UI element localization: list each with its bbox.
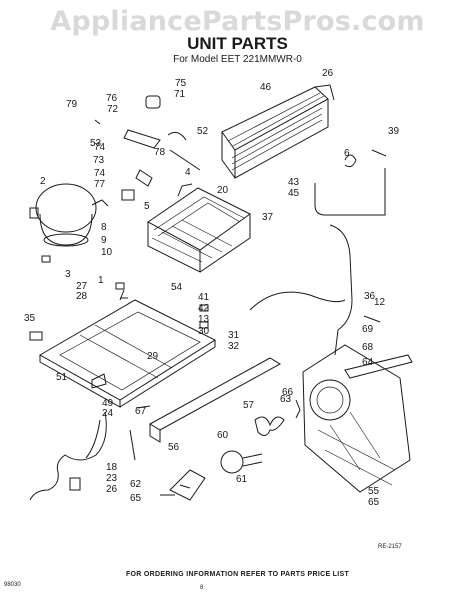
part-number-label: 13: [198, 314, 210, 325]
part-number-label: 36: [364, 291, 376, 302]
part-number-label: 3: [65, 269, 71, 280]
small-parts-drawing: [29, 95, 381, 496]
part-number-label: 31: [228, 330, 240, 341]
wire-harness-drawing: [29, 411, 136, 501]
part-number-label: 9: [101, 235, 107, 246]
part-number-label: 55: [368, 486, 380, 497]
part-number-label: 53: [90, 138, 102, 149]
part-number-label: 37: [262, 212, 274, 223]
part-number-labels: 7571767279745373747778524202589103127283…: [24, 68, 400, 508]
part-number-label: 74: [94, 142, 106, 153]
part-number-label: 73: [93, 155, 105, 166]
part-number-label: 12: [374, 297, 386, 308]
fan-motor-drawing: [169, 416, 285, 501]
part-number-label: 52: [197, 126, 209, 137]
part-number-label: 56: [168, 442, 180, 453]
part-number-label: 66: [282, 387, 294, 398]
part-number-label: 4: [185, 167, 191, 178]
watermark-logo: AppliancePartsPros.com: [50, 6, 425, 37]
part-number-label: 74: [94, 168, 106, 179]
part-number-label: 69: [362, 324, 374, 335]
part-number-label: 62: [130, 479, 142, 490]
part-number-label: 46: [260, 82, 272, 93]
part-number-label: 2: [40, 176, 46, 187]
part-number-label: 6: [344, 148, 350, 159]
part-number-label: 65: [130, 493, 142, 504]
part-number-label: 41: [198, 292, 210, 303]
part-number-label: 64: [362, 357, 374, 368]
part-number-label: 60: [217, 430, 229, 441]
base-frame-drawing: [38, 299, 217, 408]
part-number-label: 75: [175, 78, 187, 89]
part-number-label: 79: [66, 99, 78, 110]
page-number: 8: [200, 585, 204, 591]
part-number-label: 18: [106, 462, 118, 473]
part-number-label: 26: [322, 68, 334, 79]
part-number-label: 63: [280, 394, 292, 405]
compressor-drawing: [29, 183, 109, 247]
drain-tube-drawing: [249, 224, 353, 356]
part-number-label: 1: [98, 275, 104, 286]
ordering-note: FOR ORDERING INFORMATION REFER TO PARTS …: [125, 571, 350, 578]
part-number-label: 8: [101, 222, 107, 233]
part-number-label: 29: [147, 351, 159, 362]
part-number-label: 78: [154, 147, 166, 158]
part-number-label: 20: [217, 185, 229, 196]
part-number-label: 43: [288, 177, 300, 188]
part-number-label: 54: [171, 282, 183, 293]
condenser-coil-drawing: [221, 84, 335, 179]
page-title: UNIT PARTS: [187, 34, 288, 53]
part-number-label: 65: [368, 497, 380, 508]
part-number-label: 68: [362, 342, 374, 353]
part-number-label: 26: [106, 484, 118, 495]
part-number-label: 5: [144, 201, 150, 212]
part-number-label: 67: [135, 406, 147, 417]
part-number-label: 23: [106, 473, 118, 484]
part-number-label: 10: [101, 247, 113, 258]
part-number-label: 77: [94, 179, 106, 190]
part-number-label: 61: [236, 474, 248, 485]
footer-left-code: 98030: [4, 582, 21, 588]
part-number-label: 42: [198, 303, 210, 314]
part-number-label: 35: [24, 313, 36, 324]
part-number-label: 45: [288, 188, 300, 199]
part-number-label: 49: [102, 398, 114, 409]
part-number-label: 27: [76, 281, 88, 292]
part-number-label: 76: [106, 93, 118, 104]
page-subtitle: For Model EET 221MMWR-0: [173, 54, 302, 65]
part-number-label: 32: [228, 341, 240, 352]
part-number-label: 30: [198, 326, 210, 337]
figure-code: RE-2157: [378, 544, 402, 550]
part-number-label: 72: [107, 104, 119, 115]
tube-assembly-drawing: [314, 149, 387, 216]
part-number-label: 51: [56, 372, 68, 383]
part-number-label: 24: [102, 408, 114, 419]
fan-shroud-drawing: [302, 344, 413, 493]
part-number-label: 39: [388, 126, 400, 137]
part-number-label: 28: [76, 291, 88, 302]
evaporator-coil-drawing: [147, 183, 251, 273]
part-number-label: 71: [174, 89, 186, 100]
mounting-rail-drawing: [148, 357, 282, 443]
part-number-label: 57: [243, 400, 255, 411]
